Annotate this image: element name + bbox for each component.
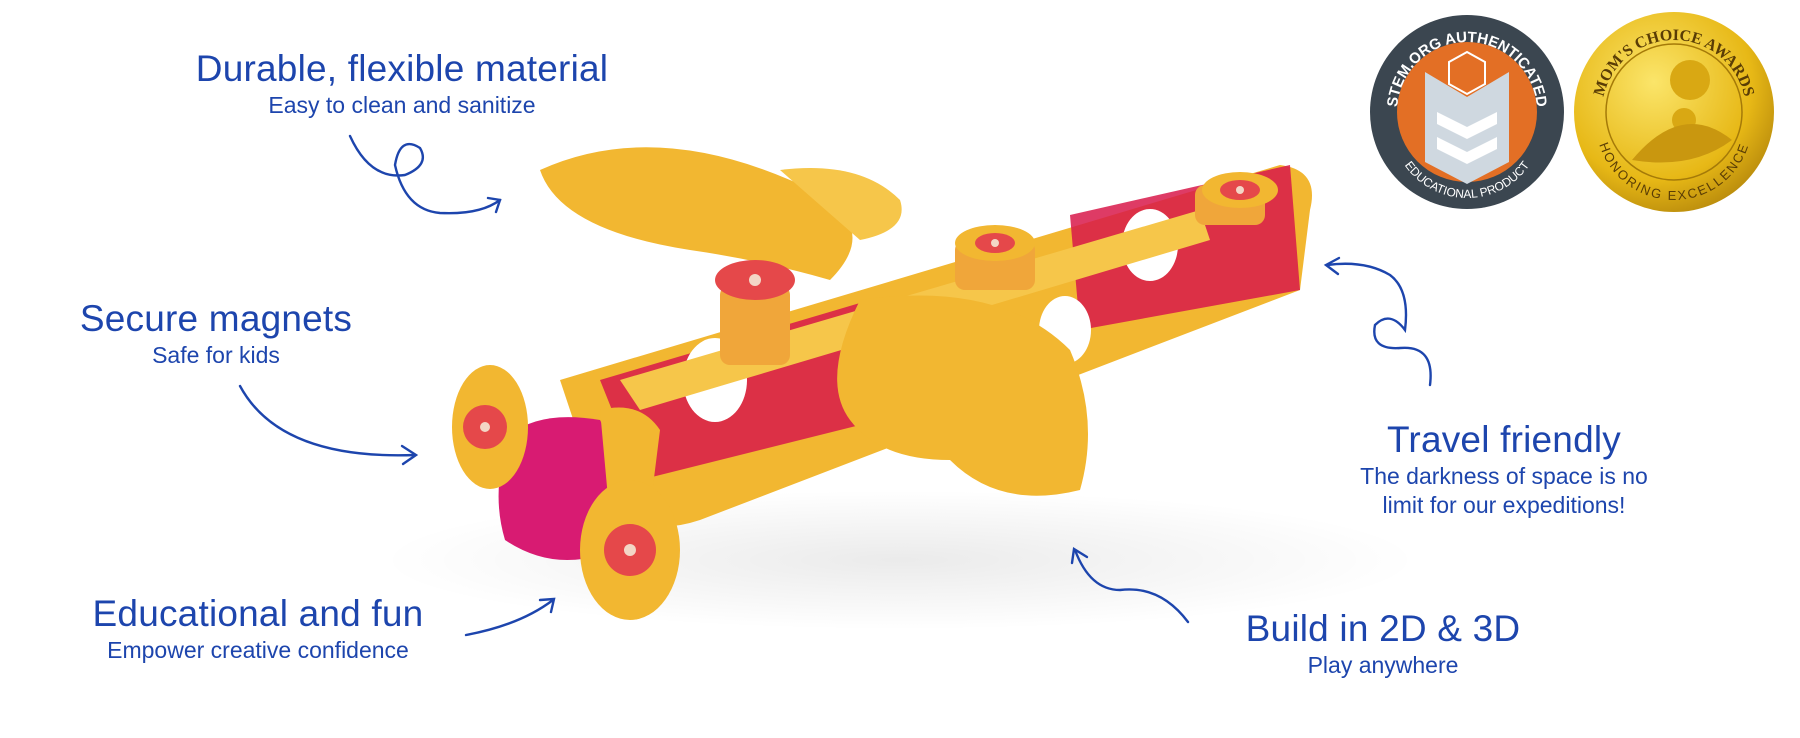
moms-choice-badge: MOM'S CHOICE AWARDS HONORING EXCELLENCE — [1574, 12, 1774, 212]
arrow-durable-icon — [348, 134, 502, 215]
feature-educational: Educational and fun Empower creative con… — [93, 592, 424, 665]
feature-title: Travel friendly — [1387, 419, 1621, 460]
feature-subtitle-line2: limit for our expeditions! — [1382, 492, 1626, 518]
feature-title: Secure magnets — [79, 298, 353, 339]
feature-build: Build in 2D & 3D Play anywhere — [1246, 607, 1521, 680]
wing-hub — [715, 260, 795, 365]
arrow-magnets-icon — [238, 384, 419, 466]
feature-magnets: Secure magnets Safe for kids — [80, 297, 352, 370]
arrow-build-icon — [1070, 547, 1190, 624]
feature-durable: Durable, flexible material Easy to clean… — [196, 47, 608, 120]
feature-title: Build in 2D & 3D — [1245, 608, 1521, 649]
arrow-educational-icon — [464, 597, 556, 637]
feature-subtitle: Safe for kids — [152, 342, 280, 368]
feature-title: Educational and fun — [92, 593, 424, 634]
wings — [540, 147, 1088, 496]
magnet-discs — [955, 172, 1278, 290]
feature-subtitle-line1: The darkness of space is no — [1360, 463, 1648, 489]
stemorg-badge: STEM.ORG AUTHENTICATED EDUCATIONAL PRODU… — [1370, 15, 1564, 209]
feature-subtitle: Empower creative confidence — [107, 637, 409, 663]
feature-subtitle: Play anywhere — [1307, 652, 1459, 678]
wheels — [452, 365, 680, 620]
feature-title: Durable, flexible material — [195, 48, 609, 89]
feature-subtitle: Easy to clean and sanitize — [268, 92, 536, 118]
arrow-travel-icon — [1323, 256, 1432, 387]
feature-travel: Travel friendly The darkness of space is… — [1360, 418, 1648, 520]
